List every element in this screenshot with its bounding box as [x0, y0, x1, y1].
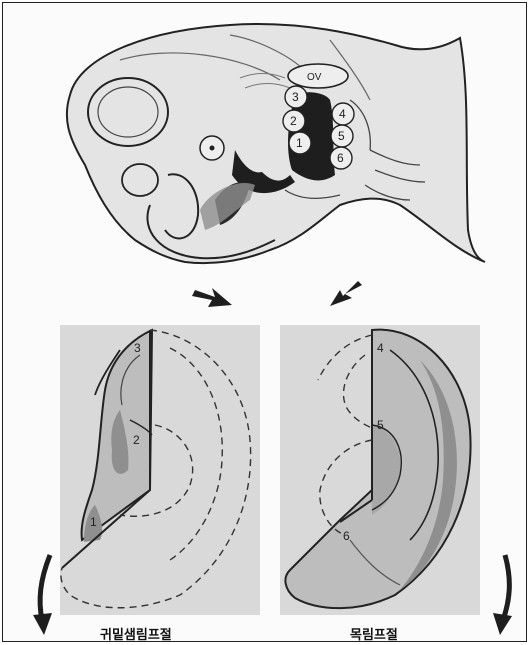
left-ear-hillock-label: 1 [90, 515, 97, 529]
left-ear-caption: 귀밑샘림프절 [100, 624, 172, 643]
left-ear-panel: 3 2 1 [60, 325, 260, 615]
hillock-label: 5 [338, 129, 345, 143]
hillock-label: 2 [290, 114, 297, 128]
right-curved-arrow [503, 555, 509, 620]
otic-vesicle-label: OV [307, 72, 322, 83]
right-ear-caption: 목림프절 [350, 624, 398, 643]
right-curved-arrow-head [493, 613, 512, 635]
arrow-to-right-ear [330, 281, 362, 306]
hillock-label: 4 [339, 107, 346, 121]
hillock-label: 3 [292, 90, 299, 104]
left-ear-hillock-label: 2 [133, 433, 140, 447]
hillock-label: 1 [296, 136, 303, 150]
right-ear-panel: 4 5 6 [280, 325, 480, 615]
left-ear-hillock-label: 3 [134, 341, 141, 355]
left-panel-background [60, 325, 260, 615]
hillock-label: 6 [337, 151, 344, 165]
right-ear-hillock-label: 6 [343, 529, 350, 543]
left-curved-arrow [40, 555, 50, 620]
embryo-outline [67, 24, 485, 263]
right-ear-hillock-label: 4 [377, 341, 384, 355]
embryo-head: OV 3 2 1 4 5 6 [67, 24, 485, 263]
left-curved-arrow-head [33, 613, 52, 635]
right-ear-hillock-label: 5 [377, 418, 384, 432]
lens-dot [210, 146, 215, 151]
second-arch-hillocks: 4 5 6 [330, 103, 354, 169]
arrow-to-left-ear [192, 288, 232, 307]
